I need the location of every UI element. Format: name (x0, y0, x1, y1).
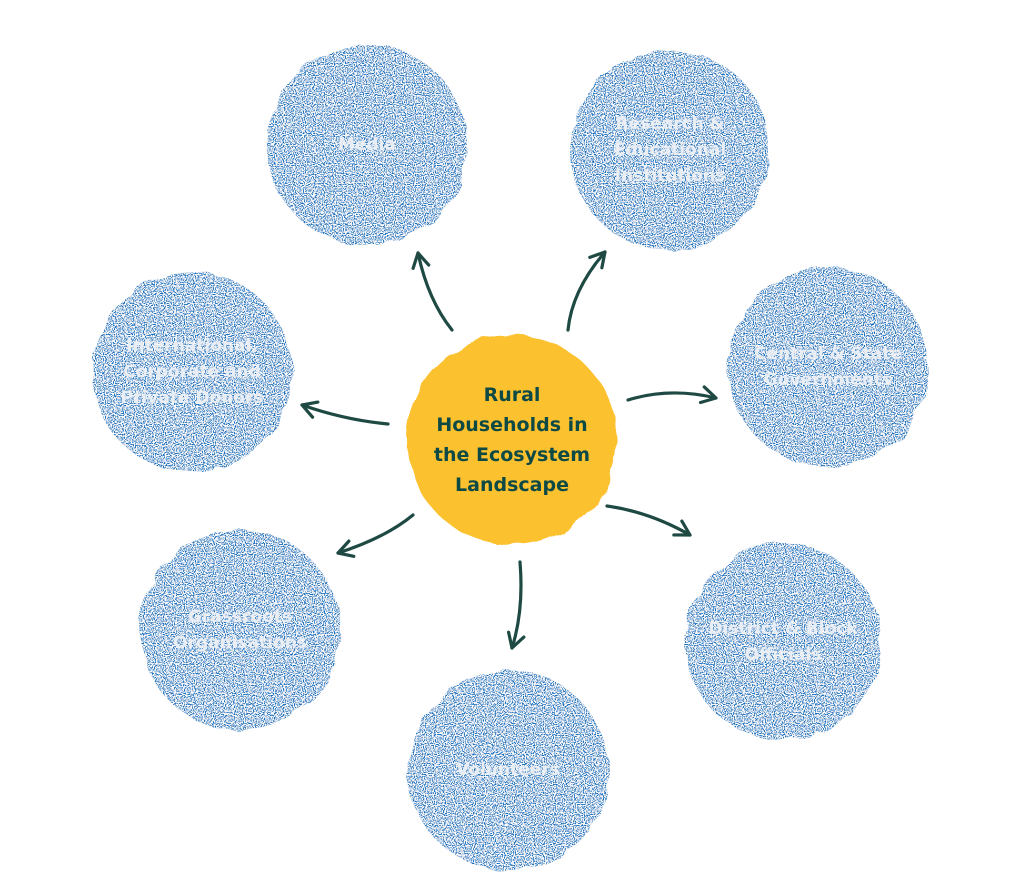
arrowhead-governments (698, 385, 718, 405)
donors-line-2: Corporate and (123, 362, 261, 382)
media-line-1: Media (338, 135, 396, 155)
arrow-to-volunteers (510, 560, 523, 650)
arrowhead-donors (300, 400, 320, 419)
donors-line-3: Private Donors (120, 388, 264, 408)
arrowhead-volunteers (506, 630, 526, 650)
hub-line-1: Rural (483, 384, 541, 406)
arrow-to-donors (300, 403, 390, 426)
research-line-3: Institutions (614, 166, 726, 186)
satellite-donors: International, Corporate and Private Don… (102, 272, 282, 472)
arrow-to-district (605, 504, 692, 537)
arrow-to-media (416, 251, 454, 332)
arrow-to-research (566, 250, 607, 332)
grassroots-line-1: Grassroots (187, 607, 293, 627)
circle-media (267, 45, 467, 245)
hub-label: Rural Households in the Ecosystem Landsc… (412, 335, 612, 545)
hub-line-3: the Ecosystem (433, 444, 591, 466)
circle-governments (728, 267, 928, 467)
arrow-to-governments (626, 391, 718, 402)
arrowhead-grassroots (336, 539, 356, 558)
volunteers-line-1: Volunteers (456, 760, 560, 780)
hub-line-2: Households in (436, 414, 588, 436)
district-line-1: District & Block (708, 619, 858, 639)
circle-district (685, 544, 881, 740)
arrowhead-research (588, 250, 607, 270)
grassroots-line-2: Organisations (173, 633, 307, 653)
arrowhead-media (411, 251, 431, 270)
arrowhead-district (672, 519, 692, 537)
circle-donors (92, 272, 292, 472)
donors-line-1: International, (126, 336, 258, 356)
circle-hub (407, 335, 617, 545)
satellite-governments: Central & State Governments (738, 267, 918, 467)
research-line-2: Educational (613, 140, 727, 160)
circle-volunteers (408, 670, 608, 870)
satellite-research: Research & Educational Institutions (580, 50, 760, 250)
hub-line-4: Landscape (455, 474, 569, 496)
circle-research (570, 50, 770, 250)
research-line-1: Research & (615, 114, 725, 134)
arrow-to-grassroots (336, 513, 415, 555)
district-line-2: Officials (744, 645, 822, 665)
governments-line-1: Central & State (753, 344, 903, 364)
circle-grassroots (140, 530, 340, 730)
satellite-grassroots: Grassroots Organisations (150, 530, 330, 730)
satellite-district: District & Block Officials (693, 544, 873, 740)
satellite-volunteers: Volunteers (418, 670, 598, 870)
satellite-media: Media (277, 45, 457, 245)
governments-line-2: Governments (763, 370, 893, 390)
